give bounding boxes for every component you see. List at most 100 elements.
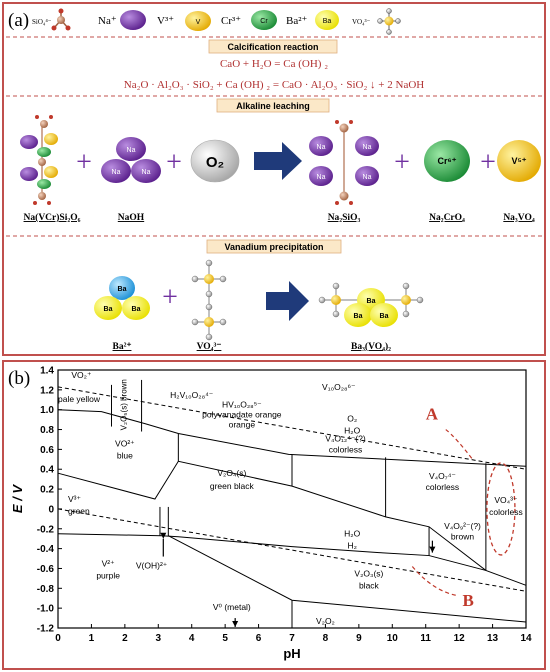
legend-label-chromium: Cr³⁺	[221, 15, 241, 27]
plus-icon: +	[480, 147, 496, 178]
x-tick-label: 3	[156, 633, 162, 644]
label-vo4: VO₄³⁻	[197, 342, 222, 352]
precipitation-title: Vanadium precipitation	[224, 242, 323, 252]
oxygen-molecule-icon	[190, 139, 240, 183]
legend-label-vanadate: VO₄³⁻	[352, 18, 371, 26]
arrow-icon-head	[160, 532, 167, 539]
region-label: H₂V₁₀O₂₈⁴⁻	[170, 390, 214, 400]
metasilicate-ring-icon	[309, 120, 379, 205]
na-text: Na	[112, 169, 121, 176]
hydrogen-water-line	[57, 508, 527, 592]
region-sublabel: colorless	[489, 507, 523, 517]
chromium-ion-icon	[251, 10, 277, 30]
y-tick-label: 1.0	[40, 405, 54, 416]
y-tick-label: 0.6	[40, 445, 54, 456]
region-label: V₂O₄(s)	[217, 468, 246, 478]
x-tick-label: 14	[520, 633, 532, 644]
water-line-label: H₂O	[344, 529, 360, 539]
y-tick-label: 1.2	[40, 385, 54, 396]
label-naoh: NaOH	[118, 213, 145, 223]
y-tick-label: 0.4	[40, 465, 54, 476]
y-tick-label: -1.0	[37, 604, 55, 615]
x-tick-label: 13	[487, 633, 499, 644]
x-tick-label: 5	[222, 633, 228, 644]
vanadium-ion-icon	[185, 11, 211, 31]
water-line-label: H₂O	[344, 426, 360, 436]
chromium-ion-icon	[424, 140, 470, 182]
na-text: Na	[363, 144, 372, 151]
x-tick-label: 7	[289, 633, 295, 644]
legend-label-silicate: SiO₄⁴⁻	[32, 18, 52, 26]
y-tick-label: -0.2	[37, 524, 55, 535]
x-tick-label: 4	[189, 633, 195, 644]
plus-icon: +	[394, 147, 410, 178]
legend: SiO₄⁴⁻ Na⁺ V³⁺ V Cr³⁺ Cr Ba²⁺ Ba VO₄³⁻	[32, 8, 401, 35]
x-tick-label: 9	[356, 633, 362, 644]
x-tick-label: 1	[89, 633, 95, 644]
barium-vanadate-icon	[318, 282, 424, 327]
region-sublabel: green black	[210, 481, 255, 491]
y-tick-label: 1.4	[40, 366, 54, 377]
region-sublabel: purple	[96, 570, 120, 580]
y-axis-label: E / V	[10, 484, 25, 514]
na-text: Na	[127, 147, 136, 154]
region-sublabel: black	[359, 580, 380, 590]
panel-a: (a) SiO₄⁴⁻ Na⁺ V³⁺ V Cr³⁺ Cr Ba²⁺ Ba	[2, 2, 546, 356]
label-na3vo4: Na₃VO₄	[503, 213, 535, 223]
ba-text: Ba	[118, 286, 127, 293]
reaction-arrow-icon	[254, 142, 302, 180]
vanadate-pair-icon	[191, 259, 227, 341]
label-na2cro4: Na₂CrO₄	[429, 213, 465, 223]
annotation-leader	[445, 429, 473, 460]
x-tick-label: 12	[454, 633, 466, 644]
region-label: V₂O₅(s) brown	[120, 379, 129, 430]
y-tick-label: -0.6	[37, 564, 55, 575]
ba-text: Ba	[380, 313, 389, 320]
region-label: V₂O₂	[316, 616, 335, 626]
y-tick-label: 0	[48, 504, 54, 515]
calcification-title-box	[208, 39, 338, 54]
region-boundaries	[57, 379, 527, 628]
pyroxene-structure-icon	[20, 115, 58, 205]
leaching-title: Alkaline leaching	[236, 101, 310, 111]
region-label: VO₂⁺	[71, 370, 92, 380]
y-tick-label: -0.8	[37, 584, 55, 595]
y-tick-label: 0.8	[40, 425, 54, 436]
region-sublabel: colorless	[426, 482, 460, 492]
v5-text: V⁵⁺	[512, 156, 527, 166]
vanadium-ion-icon	[497, 140, 541, 182]
barium-cluster-icon	[94, 276, 150, 320]
region-label: VO₄³⁻	[494, 495, 518, 505]
na-text: Na	[363, 174, 372, 181]
region-label: V³⁺	[68, 494, 82, 504]
water-line-label: H₂	[347, 541, 356, 551]
region-label: V₄O₁₂⁴⁻(?)	[325, 433, 366, 443]
x-tick-label: 0	[55, 633, 61, 644]
y-tick-label: -1.2	[37, 624, 55, 635]
calcification-equation-1: CaO + H₂O = Ca (OH) ₂	[220, 58, 328, 70]
calcification-equation-2: Na₂O · Al₂O₃ · SiO₂ + Ca (OH) ₂ = CaO · …	[124, 79, 424, 91]
na-text: Na	[317, 144, 326, 151]
x-tick-label: 6	[256, 633, 262, 644]
x-tick-label: 10	[387, 633, 399, 644]
annotation-ellipse	[486, 462, 516, 556]
plus-icon: +	[162, 282, 178, 313]
arrow-icon-head	[429, 546, 436, 553]
region-label: HV₁₀O₂₈⁵⁻	[222, 400, 262, 410]
label-ba2: Ba²⁺	[113, 342, 132, 352]
annotation-b: B	[462, 591, 473, 610]
upper-boundary	[57, 409, 527, 467]
region-sublabel: polyvanadate orange	[202, 410, 282, 420]
region-sublabel: blue	[117, 450, 133, 460]
region-label: V²⁺	[102, 558, 116, 568]
region-label: V₁₀O₂₈⁶⁻	[322, 382, 356, 392]
region-label: V₄O₇⁴⁻	[429, 471, 456, 481]
na-text: Na	[142, 169, 151, 176]
label-na2sio3: Na₂SiO₃	[328, 213, 361, 223]
region-label: VO²⁺	[115, 438, 135, 448]
plus-icon: +	[76, 147, 92, 178]
ba-text: Ba	[104, 306, 113, 313]
legend-label-barium: Ba²⁺	[286, 15, 308, 27]
label-pyroxene: Na(VCr)Si₂O₆	[24, 212, 81, 223]
